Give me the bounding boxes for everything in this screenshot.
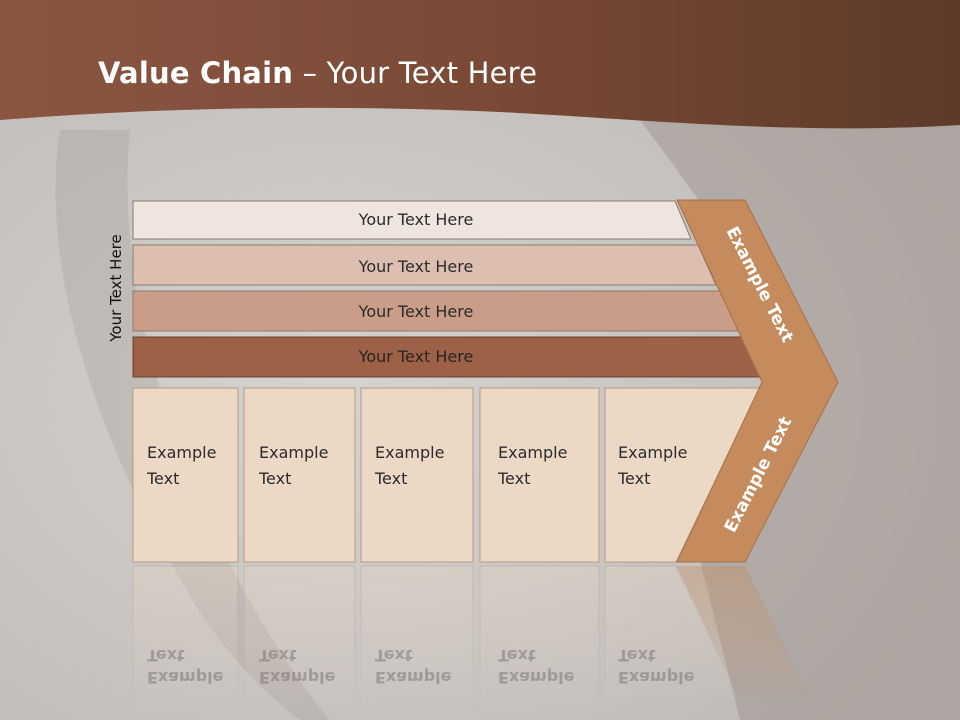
cell-text-line1: Example — [618, 443, 687, 462]
primary-cell — [243, 387, 356, 563]
background-shape — [55, 130, 331, 720]
reflection-cell — [360, 565, 474, 717]
cell-text-line2: Text — [258, 469, 291, 488]
reflection-text-line: Text — [498, 646, 536, 665]
reflection-text-line: Text — [259, 646, 297, 665]
support-row-label: Your Text Here — [358, 347, 474, 366]
cell-text-line2: Text — [617, 469, 650, 488]
support-row-label: Your Text Here — [358, 302, 474, 321]
cell-text-line1: Example — [498, 443, 567, 462]
support-row — [132, 244, 717, 286]
header-banner — [0, 0, 960, 129]
reflection-text-line: Example — [259, 668, 336, 687]
primary-cell — [360, 387, 474, 563]
support-row-label: Your Text Here — [358, 257, 474, 276]
cell-text-line1: Example — [147, 443, 216, 462]
primary-cell — [604, 387, 761, 563]
support-activities: Your Text Here Your Text Here Your Text … — [132, 200, 764, 378]
reflection-text-line: Text — [147, 646, 185, 665]
primary-cell — [132, 387, 239, 563]
cell-text-line1: Example — [259, 443, 328, 462]
reflection-text-line: Text — [618, 646, 656, 665]
reflection-text-line: Example — [147, 668, 224, 687]
chevron-shape — [676, 199, 839, 563]
reflection-cell — [132, 565, 239, 717]
reflection-text-line: Example — [375, 668, 452, 687]
cell-text-line2: Text — [374, 469, 407, 488]
slide-title: Value Chain – Your Text Here — [98, 56, 537, 90]
cell-text-line1: Example — [375, 443, 444, 462]
reflection-text-line: Example — [498, 668, 575, 687]
cell-text-line2: Text — [497, 469, 530, 488]
reflection-text-line: Text — [375, 646, 413, 665]
reflection-text: Text Example Text Example Text Example T… — [147, 646, 695, 687]
support-row-label: Your Text Here — [358, 210, 474, 229]
cell-text-line2: Text — [146, 469, 179, 488]
primary-activities: Example Text Example Text Example Text E… — [132, 387, 761, 563]
reflection-text-line: Example — [618, 668, 695, 687]
reflection — [132, 565, 810, 717]
reflection-cell — [479, 565, 600, 717]
slide-title-rest: – Your Text Here — [293, 56, 538, 90]
reflection-cell — [243, 565, 356, 717]
slide-title-bold: Value Chain — [98, 56, 294, 90]
reflection-chevron — [677, 566, 810, 700]
primary-cell — [479, 387, 600, 563]
support-row — [132, 200, 692, 240]
